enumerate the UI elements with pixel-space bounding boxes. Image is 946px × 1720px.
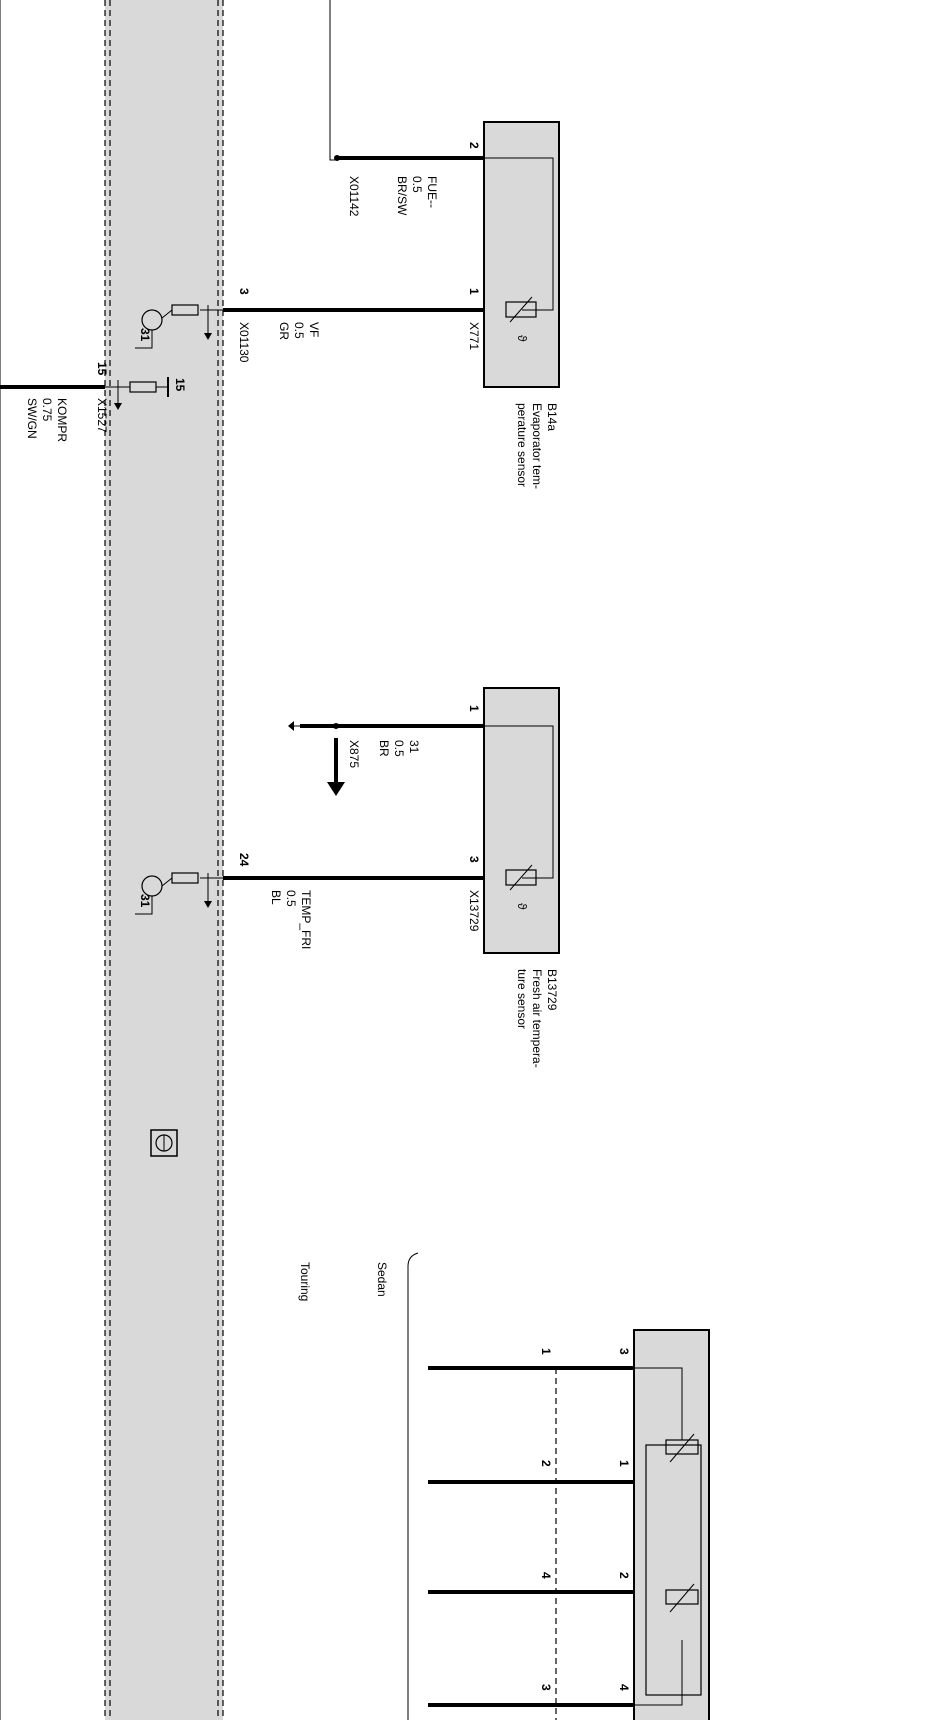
b13729-theta-symbol: ϑ [515, 903, 529, 910]
b14a-theta-symbol: ϑ [515, 335, 529, 342]
lower-pin-inner-1: 1 [539, 1348, 553, 1355]
lower-circuit-b [634, 1640, 683, 1706]
module-ground-label-1: 31 [138, 328, 152, 342]
kompr-signal: KOMPR [55, 398, 69, 442]
temp-fri-ground-lead [135, 896, 153, 915]
b14a-code: B14a [545, 403, 559, 431]
lower-pin-outer-2: 1 [617, 1460, 631, 1467]
temp-fri-size: 0.5 [284, 890, 298, 907]
b13729-name-line2: ture sensor [515, 969, 529, 1029]
kompr-color: SW/GN [25, 398, 39, 439]
ground-signal: 31 [407, 740, 421, 754]
vf-size: 0.5 [292, 322, 306, 339]
b13729-pin-top: 1 [467, 705, 481, 712]
b13729-connector: X13729 [467, 890, 481, 932]
b13729-thermistor-icon [505, 869, 537, 886]
temp-fri-pin: 24 [237, 853, 251, 867]
b13729-internal-circuit [484, 725, 554, 879]
b14a-pin-bottom: 1 [467, 288, 481, 295]
lower-pin-inner-4: 3 [539, 1684, 553, 1691]
vf-pin: 3 [237, 288, 251, 295]
lower-pin-inner-3: 4 [539, 1572, 553, 1579]
b13729-thermistor-slash [509, 864, 533, 891]
lower-sensor-element-1-slash [669, 1433, 695, 1463]
lower-pin-outer-4: 4 [617, 1684, 631, 1691]
fue-splice-dot [334, 155, 340, 161]
lower-pin-outer-1: 3 [617, 1348, 631, 1355]
b14a-internal-circuit [484, 157, 554, 311]
variant-bracket [407, 1252, 419, 1720]
temp-fri-resistor-link [161, 877, 173, 887]
vf-ground-lead [135, 330, 153, 349]
lower-pin-outer-3: 2 [617, 1572, 631, 1579]
kompr-connector: X1527 [95, 398, 109, 433]
lower-sensor-element-2-icon [665, 1589, 699, 1605]
kompr-size: 0.75 [40, 398, 54, 422]
ground-size: 0.5 [392, 740, 406, 757]
kompr-pin: 15 [95, 362, 109, 376]
variant-sedan: Sedan [375, 1262, 389, 1297]
lower-pin-inner-2: 2 [539, 1460, 553, 1467]
module-symbol-icon [150, 1129, 178, 1157]
temp-fri-signal: TEMP_FRI [299, 890, 313, 949]
b13729-sensor-box [483, 687, 560, 954]
temp-fri-color: BL [269, 890, 283, 905]
vf-signal: VF [307, 322, 321, 337]
b14a-pin-top: 2 [467, 142, 481, 149]
vf-connector: X01130 [237, 322, 251, 363]
fue-color: BR/SW [395, 176, 409, 216]
b13729-pin-bottom: 3 [467, 856, 481, 863]
ground-arrow-icon [327, 782, 345, 796]
b14a-sensor-box [483, 121, 560, 388]
vf-resistor-link [161, 309, 173, 319]
ground-splice-dot [333, 723, 339, 729]
b13729-name-line1: Fresh air tempera- [530, 969, 544, 1068]
lower-sensor-box [633, 1329, 710, 1720]
lower-circuit-a [634, 1367, 683, 1440]
b14a-name-line1: Evaporator tem- [530, 403, 544, 489]
b14a-thermistor-icon [505, 301, 537, 318]
control-module-body [105, 0, 223, 1720]
ground-connector: X875 [347, 740, 361, 768]
lower-sensor-element-2-slash [669, 1583, 695, 1613]
fue-connector: X01142 [347, 176, 361, 217]
module-supply-label: 15 [173, 378, 187, 392]
b14a-connector: X771 [467, 322, 481, 350]
fue-signal: FUE-- [425, 176, 439, 208]
module-ground-label-2: 31 [138, 894, 152, 908]
variant-touring: Touring [298, 1262, 312, 1301]
vf-arrow-icon [204, 333, 212, 340]
kompr-arrow-icon [114, 403, 122, 410]
temp-fri-arrow-icon [204, 901, 212, 908]
ground-color: BR [377, 740, 391, 757]
lower-inner-frame [645, 1444, 702, 1696]
b14a-name-line2: perature sensor [515, 403, 529, 487]
lower-sensor-element-1-icon [665, 1439, 699, 1455]
fue-lead-line [329, 0, 337, 161]
vf-color: GR [277, 322, 291, 340]
fue-size: 0.5 [410, 176, 424, 193]
b14a-thermistor-slash [509, 296, 533, 323]
ground-terminal-icon [288, 721, 294, 731]
b13729-code: B13729 [545, 969, 559, 1011]
